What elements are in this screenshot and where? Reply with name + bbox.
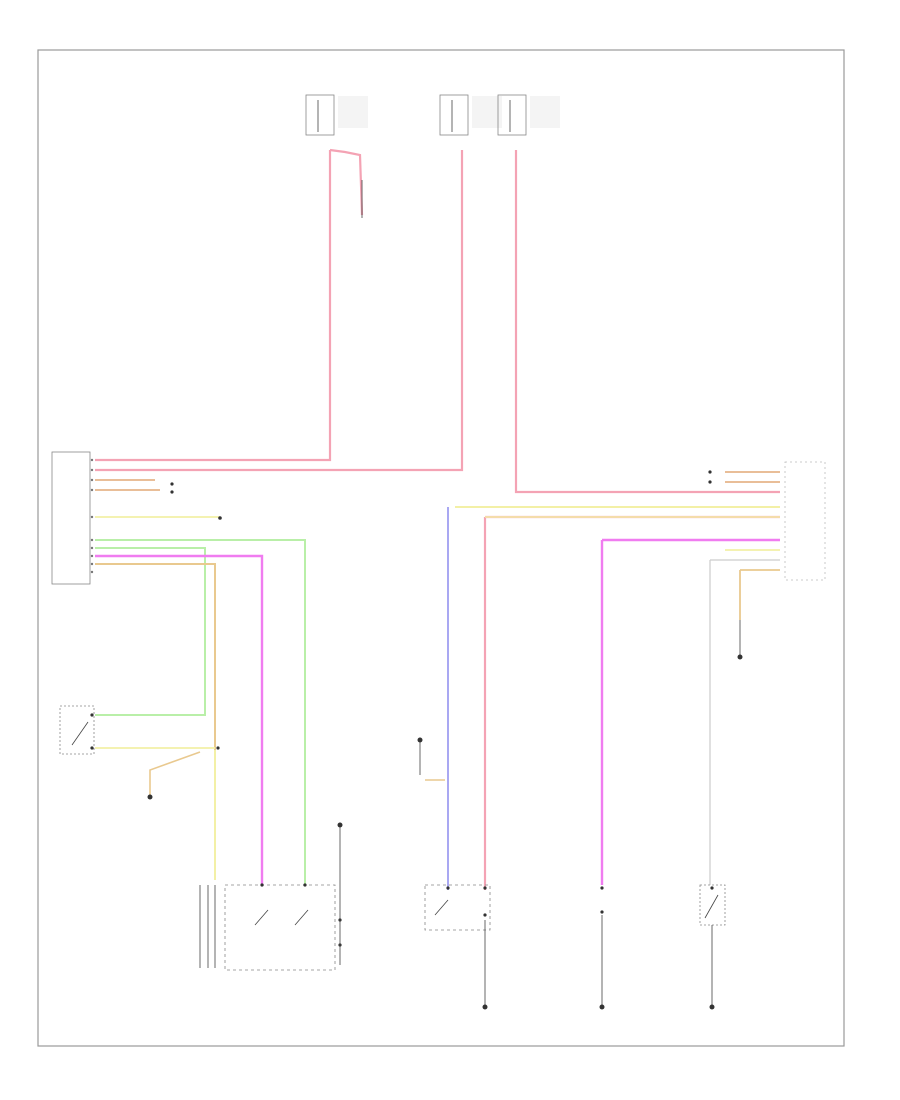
wire-pink-right bbox=[514, 150, 780, 494]
wire-tan-left bbox=[95, 563, 216, 750]
brake-switch bbox=[59, 705, 95, 755]
wire-pink-left bbox=[95, 150, 332, 462]
diagram-frame bbox=[37, 49, 845, 1047]
connector-dot bbox=[708, 470, 712, 474]
right-switch bbox=[699, 884, 726, 926]
connector-dot bbox=[216, 746, 220, 750]
wire-pink-mid bbox=[95, 150, 464, 472]
wire-pink-group bbox=[95, 148, 780, 494]
wire-tan-ground bbox=[149, 751, 201, 795]
left-module-short-wires bbox=[95, 479, 220, 518]
connector-dot bbox=[170, 490, 174, 494]
left-module bbox=[51, 451, 94, 585]
ground-symbol bbox=[417, 737, 423, 743]
fuse-box-right bbox=[497, 94, 560, 136]
multi-switch bbox=[199, 883, 342, 971]
fuse-box-left bbox=[305, 94, 368, 136]
wire-yellow-mid bbox=[483, 515, 780, 890]
ground-symbol bbox=[709, 1004, 715, 1010]
wire-tan-right bbox=[739, 569, 780, 620]
wire-magenta-left bbox=[95, 554, 264, 885]
wire-green-left bbox=[95, 547, 206, 716]
wire-magenta-right bbox=[600, 538, 780, 885]
ground-symbol bbox=[337, 822, 343, 828]
center-switch bbox=[424, 884, 491, 931]
ground-symbol bbox=[147, 794, 153, 800]
fuse-box-mid bbox=[439, 94, 502, 136]
ground-symbol bbox=[599, 1004, 605, 1010]
fuel-sender bbox=[600, 886, 604, 914]
right-module bbox=[784, 461, 826, 581]
ground-symbol bbox=[482, 1004, 488, 1010]
right-module-short-wires bbox=[725, 471, 780, 483]
connector-dot bbox=[170, 482, 174, 486]
wire-pink-left-branch bbox=[329, 148, 364, 216]
wire-green bbox=[95, 539, 306, 885]
wire-gray-right bbox=[709, 559, 780, 885]
connector-dot bbox=[708, 480, 712, 484]
left-module-pins bbox=[90, 458, 94, 574]
connector-dot bbox=[218, 516, 222, 520]
ground-symbol bbox=[737, 654, 743, 660]
